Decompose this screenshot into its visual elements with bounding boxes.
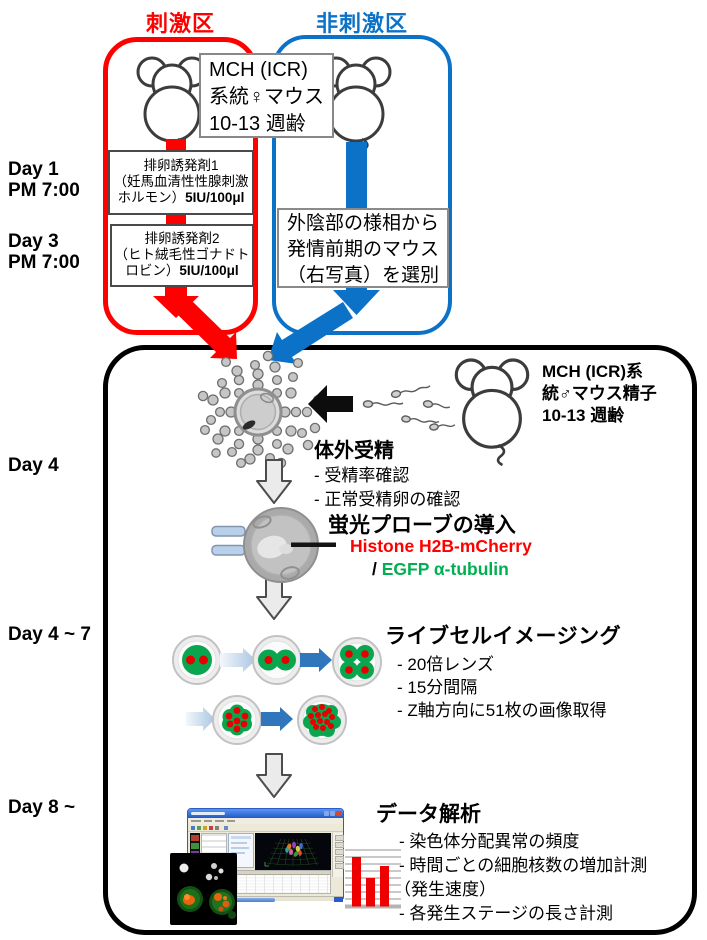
day1-label: Day 1 PM 7:00 (8, 159, 80, 201)
male-mouse-icon (454, 358, 530, 467)
probe-slash: / (372, 559, 382, 579)
bar-graph-icon (343, 845, 403, 915)
imaging-bullet-3: - Z軸方向に51枚の画像取得 (397, 701, 607, 720)
induction-box-2: 排卵誘発剤2 （ヒト絨毛性ゴナドト ロビン）5IU/100μl (110, 224, 254, 287)
strain-line2: 系統♀マウス (209, 86, 324, 108)
microinjection-icon (211, 507, 336, 583)
scrollbar-thumb (220, 897, 275, 902)
induction2-line2: （ヒト絨毛性ゴナドト (114, 247, 250, 262)
selection-line2: 発情前期のマウス (286, 239, 439, 260)
table-header (202, 871, 330, 875)
software-toolbar (188, 824, 343, 832)
analysis-title: データ解析 (376, 803, 481, 826)
induction1-line2: （妊馬血清性性腺刺激 (113, 174, 249, 189)
non-stimulated-group-frame (272, 35, 452, 335)
ivf-bullet-1: - 受精率確認 (314, 466, 410, 485)
day8-label: Day 8 ~ (8, 797, 76, 818)
day3-time: PM 7:00 (8, 252, 80, 273)
analysis-bullet-1: - 染色体分配異常の頻度 (399, 832, 580, 851)
estrus-selection-box: 外陰部の様相から 発情前期のマウス （右写真）を選別 (277, 208, 449, 288)
stimulated-group-frame (103, 37, 258, 335)
induction1-line3: ホルモン）5IU/100μl (110, 190, 252, 206)
probe-egfp-line: / EGFP α-tubulin (372, 559, 509, 580)
strain-line3: 10-13 週齢 (209, 113, 306, 135)
ivf-title: 体外受精 (314, 440, 394, 462)
probe-title: 蛍光プローブの導入 (328, 514, 516, 537)
analysis-bullet-2: - 時間ごとの細胞核数の増加計測 (399, 856, 648, 875)
red-flow-arrows (153, 139, 237, 359)
male-line3: 10-13 週齢 (542, 406, 625, 425)
non-stimulated-group-label: 非刺激区 (316, 11, 409, 36)
induction2-dose: 5IU/100μl (179, 263, 239, 278)
selection-line3: （右写真）を選別 (286, 265, 439, 286)
3d-viewport (255, 833, 331, 870)
horizontal-scrollbar (190, 896, 343, 902)
stage-arrow-icon (300, 648, 332, 672)
day4-7-label: Day 4 ~ 7 (8, 624, 91, 645)
embryo-4cell-icon (332, 637, 382, 687)
embryo-stage-icons (172, 635, 382, 745)
stage-arrow-icon (186, 707, 215, 731)
tool-buttons-panel (332, 833, 344, 877)
stage-arrow-icon (261, 707, 293, 731)
ivf-bullet-2: - 正常受精卵の確認 (314, 490, 461, 509)
egg-cluster-icon (197, 350, 324, 469)
stimulated-group-label: 刺激区 (146, 11, 216, 36)
day1-day: Day 1 (8, 159, 59, 180)
induction-box-1: 排卵誘発剤1 （妊馬血清性性腺刺激 ホルモン）5IU/100μl (108, 150, 254, 215)
induction1-line3-prefix: ホルモン） (117, 190, 186, 205)
maximize-icon (329, 810, 335, 816)
software-title-bar (188, 809, 343, 818)
strain-line1: MCH (ICR) (209, 59, 308, 81)
day3-day: Day 3 (8, 231, 59, 252)
day3-label: Day 3 PM 7:00 (8, 231, 80, 273)
induction1-title: 排卵誘発剤1 (143, 158, 219, 173)
embryo-blastocyst-icon (297, 695, 347, 745)
male-strain-text: MCH (ICR)系 統♂マウス精子 10-13 週齢 (542, 361, 657, 427)
software-title-text (191, 811, 225, 815)
female-strain-box: MCH (ICR) 系統♀マウス 10-13 週齢 (199, 53, 334, 138)
embryo-morula-icon (212, 695, 262, 745)
probe-egfp-label: EGFP α-tubulin (381, 559, 509, 579)
day4-label: Day 4 (8, 455, 59, 476)
embryo-2cell-icon (252, 635, 302, 685)
induction2-title: 排卵誘発剤2 (144, 231, 220, 246)
male-line2: 統♂マウス精子 (542, 384, 657, 403)
fluorescence-image (170, 853, 237, 925)
induction2-line3: ロビン）5IU/100μl (112, 263, 252, 279)
analysis-bullet-4: - 各発生ステージの長さ計測 (399, 904, 614, 923)
induction1-dose: 5IU/100μl (185, 190, 245, 205)
male-line1: MCH (ICR)系 (542, 362, 644, 381)
main-procedure-frame (103, 345, 697, 935)
stage-arrow-icon (220, 648, 256, 672)
left-arrow-icon (308, 385, 353, 423)
probe-mcherry-label: Histone H2B-mCherry (350, 536, 532, 556)
software-menu-bar (188, 818, 343, 824)
minimize-icon (323, 810, 329, 816)
down-arrow-icons (256, 459, 292, 798)
scrollbar-end (334, 897, 343, 902)
imaging-title: ライブセルイメージング (385, 625, 622, 648)
imaging-bullet-1: - 20倍レンズ (397, 655, 494, 674)
induction2-line3-prefix: ロビン） (125, 263, 180, 278)
close-icon (336, 810, 342, 816)
analysis-bullet-3: （発生速度） (394, 880, 496, 899)
day1-time: PM 7:00 (8, 180, 80, 201)
sperm-icon (362, 385, 456, 431)
imaging-bullet-2: - 15分間隔 (397, 678, 478, 697)
embryo-1cell-icon (172, 635, 222, 685)
selection-line1: 外陰部の様相から (286, 213, 439, 234)
